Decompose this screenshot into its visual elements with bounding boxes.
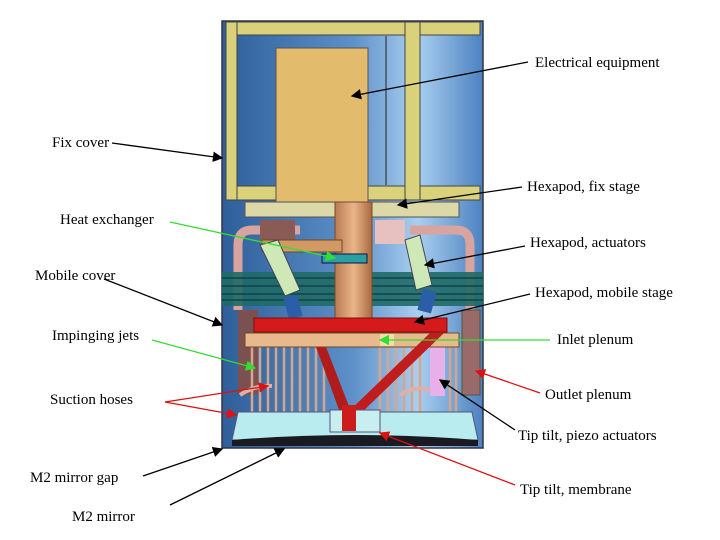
mobile-stage: [253, 317, 448, 333]
heat-exchanger: [321, 253, 368, 264]
label-suction-hoses: Suction hoses: [50, 392, 133, 408]
label-impinging-jets: Impinging jets: [52, 328, 140, 344]
label-fix-cover: Fix cover: [52, 135, 110, 151]
electrical-equipment-box: [275, 47, 369, 203]
outlet-plenum: [461, 309, 481, 396]
label-inlet-plenum: Inlet plenum: [557, 332, 634, 348]
label-tip-tilt-membrane: Tip tilt, membrane: [520, 482, 632, 498]
central-column: [334, 201, 373, 333]
label-mobile-cover: Mobile cover: [35, 268, 116, 284]
label-heat-exchanger: Heat exchanger: [60, 212, 154, 228]
label-hexapod-actuators: Hexapod, actuators: [530, 235, 646, 251]
leader-arrows: [103, 61, 550, 506]
label-m2-mirror-gap: M2 mirror gap: [30, 470, 119, 486]
label-hexapod-mobile-stage: Hexapod, mobile stage: [535, 285, 673, 301]
label-m2-mirror: M2 mirror: [72, 509, 135, 525]
label-tip-tilt-piezo-actuators: Tip tilt, piezo actuators: [518, 428, 657, 444]
label-hexapod-fix-stage: Hexapod, fix stage: [527, 179, 640, 195]
instrument-body: [221, 20, 484, 449]
label-electrical-equipment: Electrical equipment: [535, 55, 660, 71]
label-outlet-plenum: Outlet plenum: [545, 387, 632, 403]
